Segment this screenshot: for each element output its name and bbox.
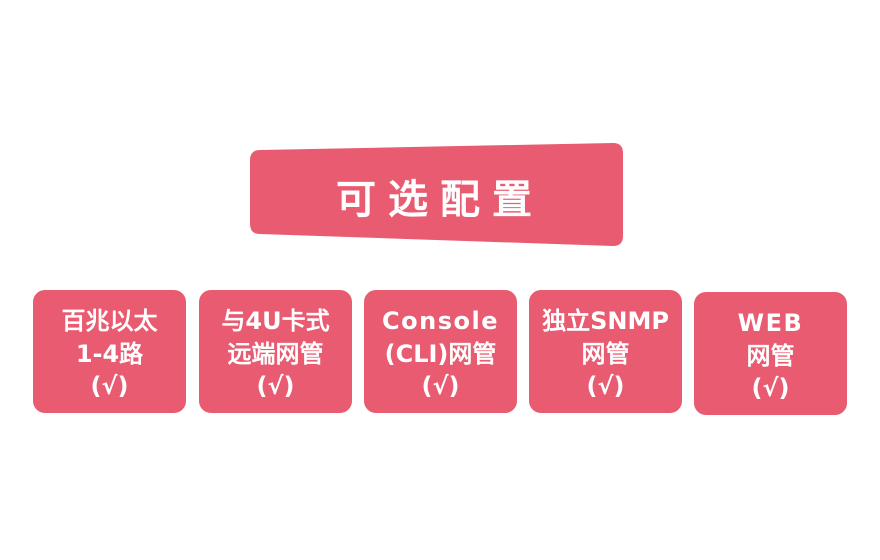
option-label-line2: 远端网管 — [227, 339, 324, 368]
option-label-line1: WEB — [737, 308, 804, 337]
option-check-status: (√) — [256, 371, 295, 400]
option-card-fast-ethernet: 百兆以太 1-4路 (√) — [33, 290, 186, 413]
section-banner: 可选配置 — [250, 143, 624, 247]
option-card-console-cli: Console (CLI)网管 (√) — [364, 290, 517, 413]
option-check-status: (√) — [90, 371, 129, 400]
option-label-line1: Console — [382, 306, 499, 335]
option-card-snmp: 独立SNMP 网管 (√) — [529, 290, 682, 413]
banner-title: 可选配置 — [336, 177, 544, 223]
option-check-status: (√) — [751, 373, 790, 402]
option-check-status: (√) — [586, 371, 625, 400]
option-label-line2: 网管 — [746, 341, 795, 370]
option-label-line1: 与4U卡式 — [221, 306, 330, 335]
option-card-web: WEB 网管 (√) — [694, 292, 847, 415]
option-check-status: (√) — [421, 371, 460, 400]
option-label-line2: 网管 — [581, 339, 630, 368]
option-label-line1: 独立SNMP — [542, 306, 669, 335]
option-card-4u-remote-mgmt: 与4U卡式 远端网管 (√) — [199, 290, 352, 413]
option-label-line2: 1-4路 — [75, 339, 144, 368]
option-label-line1: 百兆以太 — [61, 306, 158, 335]
banner-shape — [250, 143, 623, 246]
option-label-line2: (CLI)网管 — [384, 339, 497, 368]
